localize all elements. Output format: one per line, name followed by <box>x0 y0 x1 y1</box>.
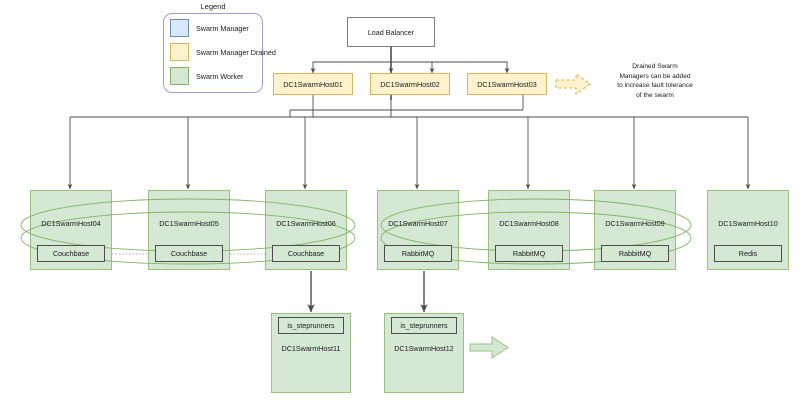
label-host07: DC1SwarmHost07 <box>388 219 448 228</box>
label-host08: DC1SwarmHost08 <box>499 219 559 228</box>
service-box-couchbase-host06[interactable]: Couchbase <box>272 245 340 262</box>
node-manager-host03[interactable]: DC1SwarmHost03 <box>467 73 547 95</box>
node-manager-host01[interactable]: DC1SwarmHost01 <box>273 73 353 95</box>
service-box-rabbitmq-host08[interactable]: RabbitMQ <box>495 245 563 262</box>
label-host05: DC1SwarmHost05 <box>159 219 219 228</box>
label-host12: DC1SwarmHost12 <box>394 344 454 353</box>
service-box-rabbitmq-host07[interactable]: RabbitMQ <box>384 245 452 262</box>
node-manager-host02[interactable]: DC1SwarmHost02 <box>370 73 450 95</box>
annotation-drained-managers: Drained Swarm Managers can be added to i… <box>617 63 693 99</box>
legend-label-swarm-manager: Swarm Manager <box>196 24 249 33</box>
label-host11: DC1SwarmHost11 <box>281 344 341 353</box>
label-host10: DC1SwarmHost10 <box>718 219 778 228</box>
label-host06: DC1SwarmHost06 <box>276 219 336 228</box>
label-host04: DC1SwarmHost04 <box>41 219 101 228</box>
service-box-couchbase-host05[interactable]: Couchbase <box>155 245 223 262</box>
legend-title: Legend <box>200 2 226 11</box>
service-box-rabbitmq-host09[interactable]: RabbitMQ <box>601 245 669 262</box>
swatch-green-icon <box>170 67 189 85</box>
node-load-balancer[interactable]: Load Balancer <box>347 17 435 47</box>
swatch-amber-icon <box>170 43 189 61</box>
service-box-steprunners-host12[interactable]: is_steprunners <box>391 317 457 334</box>
legend-label-swarm-manager-drained: Swarm Manager Drained <box>196 48 276 57</box>
service-box-steprunners-host11[interactable]: is_steprunners <box>278 317 344 334</box>
label-host09: DC1SwarmHost09 <box>605 219 665 228</box>
legend-label-swarm-worker: Swarm Worker <box>196 72 244 81</box>
swatch-blue-icon <box>170 19 189 37</box>
service-box-redis-host10[interactable]: Redis <box>714 245 782 262</box>
service-box-couchbase-host04[interactable]: Couchbase <box>37 245 105 262</box>
